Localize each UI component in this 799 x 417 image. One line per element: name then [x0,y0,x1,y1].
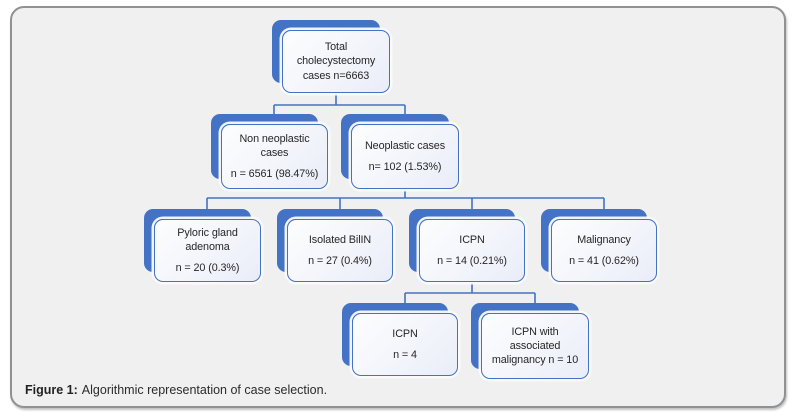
flow-node-isolated-bilin: Isolated BilIN n = 27 (0.4%) [277,209,393,282]
node-label: ICPN with associated malignancy n = 10 [491,325,579,367]
flow-node-non-neoplastic: Non neoplastic cases n = 6561 (98.47%) [211,114,328,189]
flow-node-icpn-only: ICPN n = 4 [342,303,458,376]
flow-node-neoplastic: Neoplastic cases n= 102 (1.53%) [341,114,459,189]
node-count: n = 20 (0.3%) [175,262,240,275]
flow-node-malignancy: Malignancy n = 41 (0.62%) [541,209,657,282]
figure-caption: Figure 1:Algorithmic representation of c… [25,383,327,397]
node-count: n = 41 (0.62%) [569,255,639,267]
node-label: Total cholecystectomy cases n=6663 [296,41,376,82]
node-count: n = 27 (0.4%) [308,255,372,267]
node-label: ICPN [392,327,418,340]
node-label: Isolated BilIN [308,233,372,246]
node-count: n = 14 (0.21%) [437,255,507,267]
flow-node-icpn-with-malignancy: ICPN with associated malignancy n = 10 [471,303,589,379]
node-count: n = 6561 (98.47%) [230,168,319,181]
flow-node-pyloric-gland-adenoma: Pyloric gland adenoma n = 20 (0.3%) [144,209,261,282]
flow-node-total-cholecystectomy: Total cholecystectomy cases n=6663 [272,20,390,93]
figure-caption-text: Algorithmic representation of case selec… [81,383,328,397]
node-label: Neoplastic cases [364,139,445,152]
figure-caption-label: Figure 1: [25,383,78,397]
flow-node-icpn: ICPN n = 14 (0.21%) [409,209,525,282]
node-label: Malignancy [577,233,631,246]
node-count: n= 102 (1.53%) [368,161,442,173]
node-label: ICPN [459,233,485,246]
node-label: Non neoplastic cases [239,132,310,159]
node-count: n = 4 [393,349,417,361]
node-label: Pyloric gland adenoma [177,226,238,253]
